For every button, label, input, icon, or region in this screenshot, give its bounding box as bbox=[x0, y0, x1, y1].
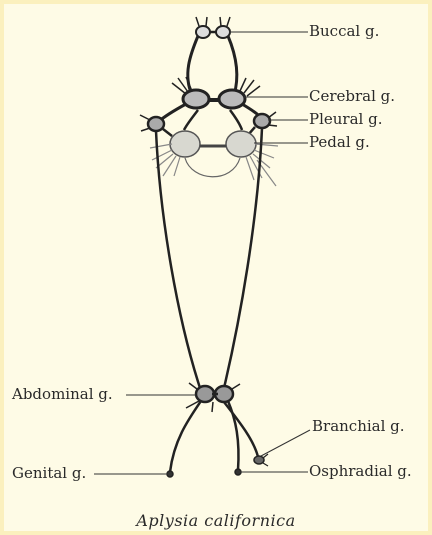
figure-caption: Aplysia californica bbox=[0, 511, 432, 530]
label-cerebral-ganglion: Cerebral g. bbox=[309, 89, 395, 104]
label-genital-ganglion: Genital g. bbox=[12, 466, 86, 481]
label-abdominal-ganglion: Abdominal g. bbox=[12, 387, 113, 402]
pleural-ganglia bbox=[140, 104, 277, 131]
buccal-ganglia bbox=[196, 17, 230, 38]
label-osphradial-ganglion: Osphradial g. bbox=[309, 464, 412, 479]
label-pleural-ganglion: Pleural g. bbox=[309, 112, 382, 127]
label-pedal-ganglion: Pedal g. bbox=[309, 135, 370, 150]
pleural-abdominal-connectives bbox=[156, 128, 262, 388]
buccal-cerebral-connectives bbox=[188, 36, 237, 95]
posterior-nerves bbox=[170, 401, 258, 472]
label-buccal-ganglion: Buccal g. bbox=[309, 24, 379, 39]
abdominal-ganglia bbox=[186, 383, 240, 412]
label-branchial-ganglion: Branchial g. bbox=[312, 419, 405, 434]
